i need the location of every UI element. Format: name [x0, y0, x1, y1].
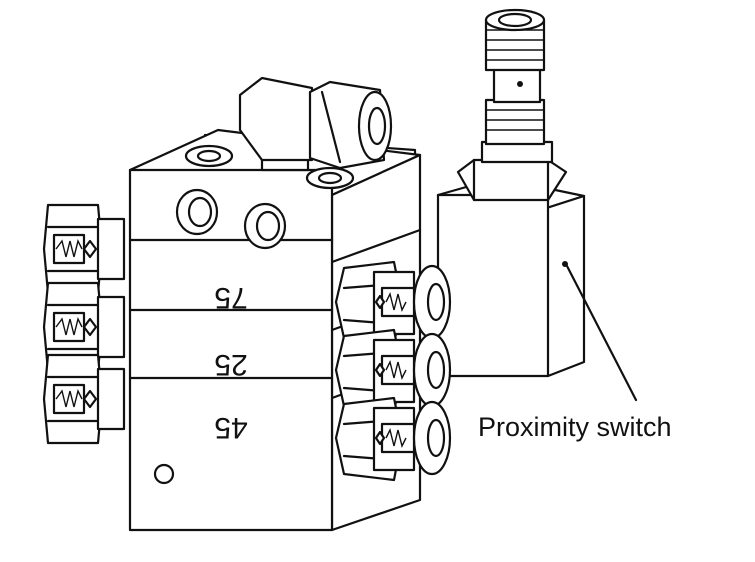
- proximity-switch: [436, 8, 586, 378]
- outlet-fitting-left-1: [42, 203, 126, 295]
- section-label-top: 75: [214, 281, 247, 314]
- outlet-fitting-left-3: [42, 353, 126, 445]
- section-label-middle: 25: [214, 348, 247, 381]
- section-label-bottom: 45: [214, 411, 247, 444]
- outlet-fitting-right-3: [334, 396, 452, 482]
- callout-label-proximity-switch: Proximity switch: [478, 412, 672, 442]
- callout-leader-line: [565, 264, 638, 402]
- elbow-fitting: [238, 76, 393, 172]
